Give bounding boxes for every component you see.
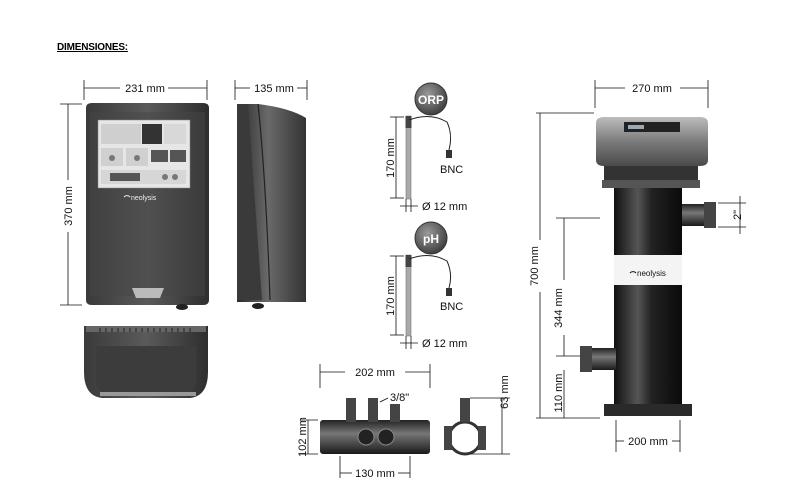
ph-probe: pH BNC 170 mm Ø 12 mm bbox=[385, 221, 467, 350]
cell-base-width-label: 200 mm bbox=[628, 436, 668, 448]
flow-cell-depth-label: 63 mm bbox=[499, 375, 511, 409]
controller-bottom-view bbox=[84, 326, 208, 398]
orp-badge-label: ORP bbox=[418, 93, 444, 107]
orp-probe: ORP BNC 170 mm Ø 12 mm bbox=[385, 82, 467, 213]
flow-cell-length-label: 202 mm bbox=[355, 367, 395, 379]
ph-badge-label: pH bbox=[423, 232, 439, 246]
orp-connector-label: BNC bbox=[440, 164, 463, 176]
cell-bottom-height-label: 110 mm bbox=[553, 374, 565, 413]
cell-inlet-height-label: 344 mm bbox=[553, 288, 565, 328]
controller-side-view: 135 mm bbox=[234, 80, 308, 309]
flow-cell-spacing-label: 130 mm bbox=[355, 468, 395, 480]
cell-brand-label: neolysis bbox=[637, 269, 666, 278]
controller-brand-label: neolysis bbox=[131, 195, 157, 202]
controller-front-view: 231 mm 370 mm neolysis bbox=[60, 80, 209, 310]
ph-connector-label: BNC bbox=[440, 301, 463, 313]
cell-top-width-label: 270 mm bbox=[632, 83, 672, 95]
cell-total-height-label: 700 mm bbox=[529, 246, 541, 286]
orp-length-label: 170 mm bbox=[385, 138, 397, 178]
ph-diameter-label: Ø 12 mm bbox=[422, 338, 467, 350]
flow-cell-height-label: 102 mm bbox=[297, 417, 309, 457]
cell-brand-logo-icon bbox=[629, 271, 637, 274]
cell-pipe-label: 2" bbox=[732, 210, 744, 220]
controller-height-label: 370 mm bbox=[63, 186, 75, 226]
page-title: DIMENSIONES: bbox=[57, 42, 128, 53]
electrolysis-cell: 270 mm 700 mm 344 mm 110 mm neolysis 2" bbox=[529, 80, 746, 452]
flow-cell: 202 mm 3/8" 102 mm 130 mm bbox=[297, 364, 431, 480]
flow-cell-port-label: 3/8" bbox=[390, 392, 409, 404]
brand-logo-icon bbox=[123, 195, 131, 198]
ph-length-label: 170 mm bbox=[385, 276, 397, 316]
flow-cell-side-view: 63 mm bbox=[444, 375, 511, 456]
controller-depth-label: 135 mm bbox=[254, 83, 294, 95]
controller-width-label: 231 mm bbox=[125, 83, 165, 95]
orp-diameter-label: Ø 12 mm bbox=[422, 201, 467, 213]
